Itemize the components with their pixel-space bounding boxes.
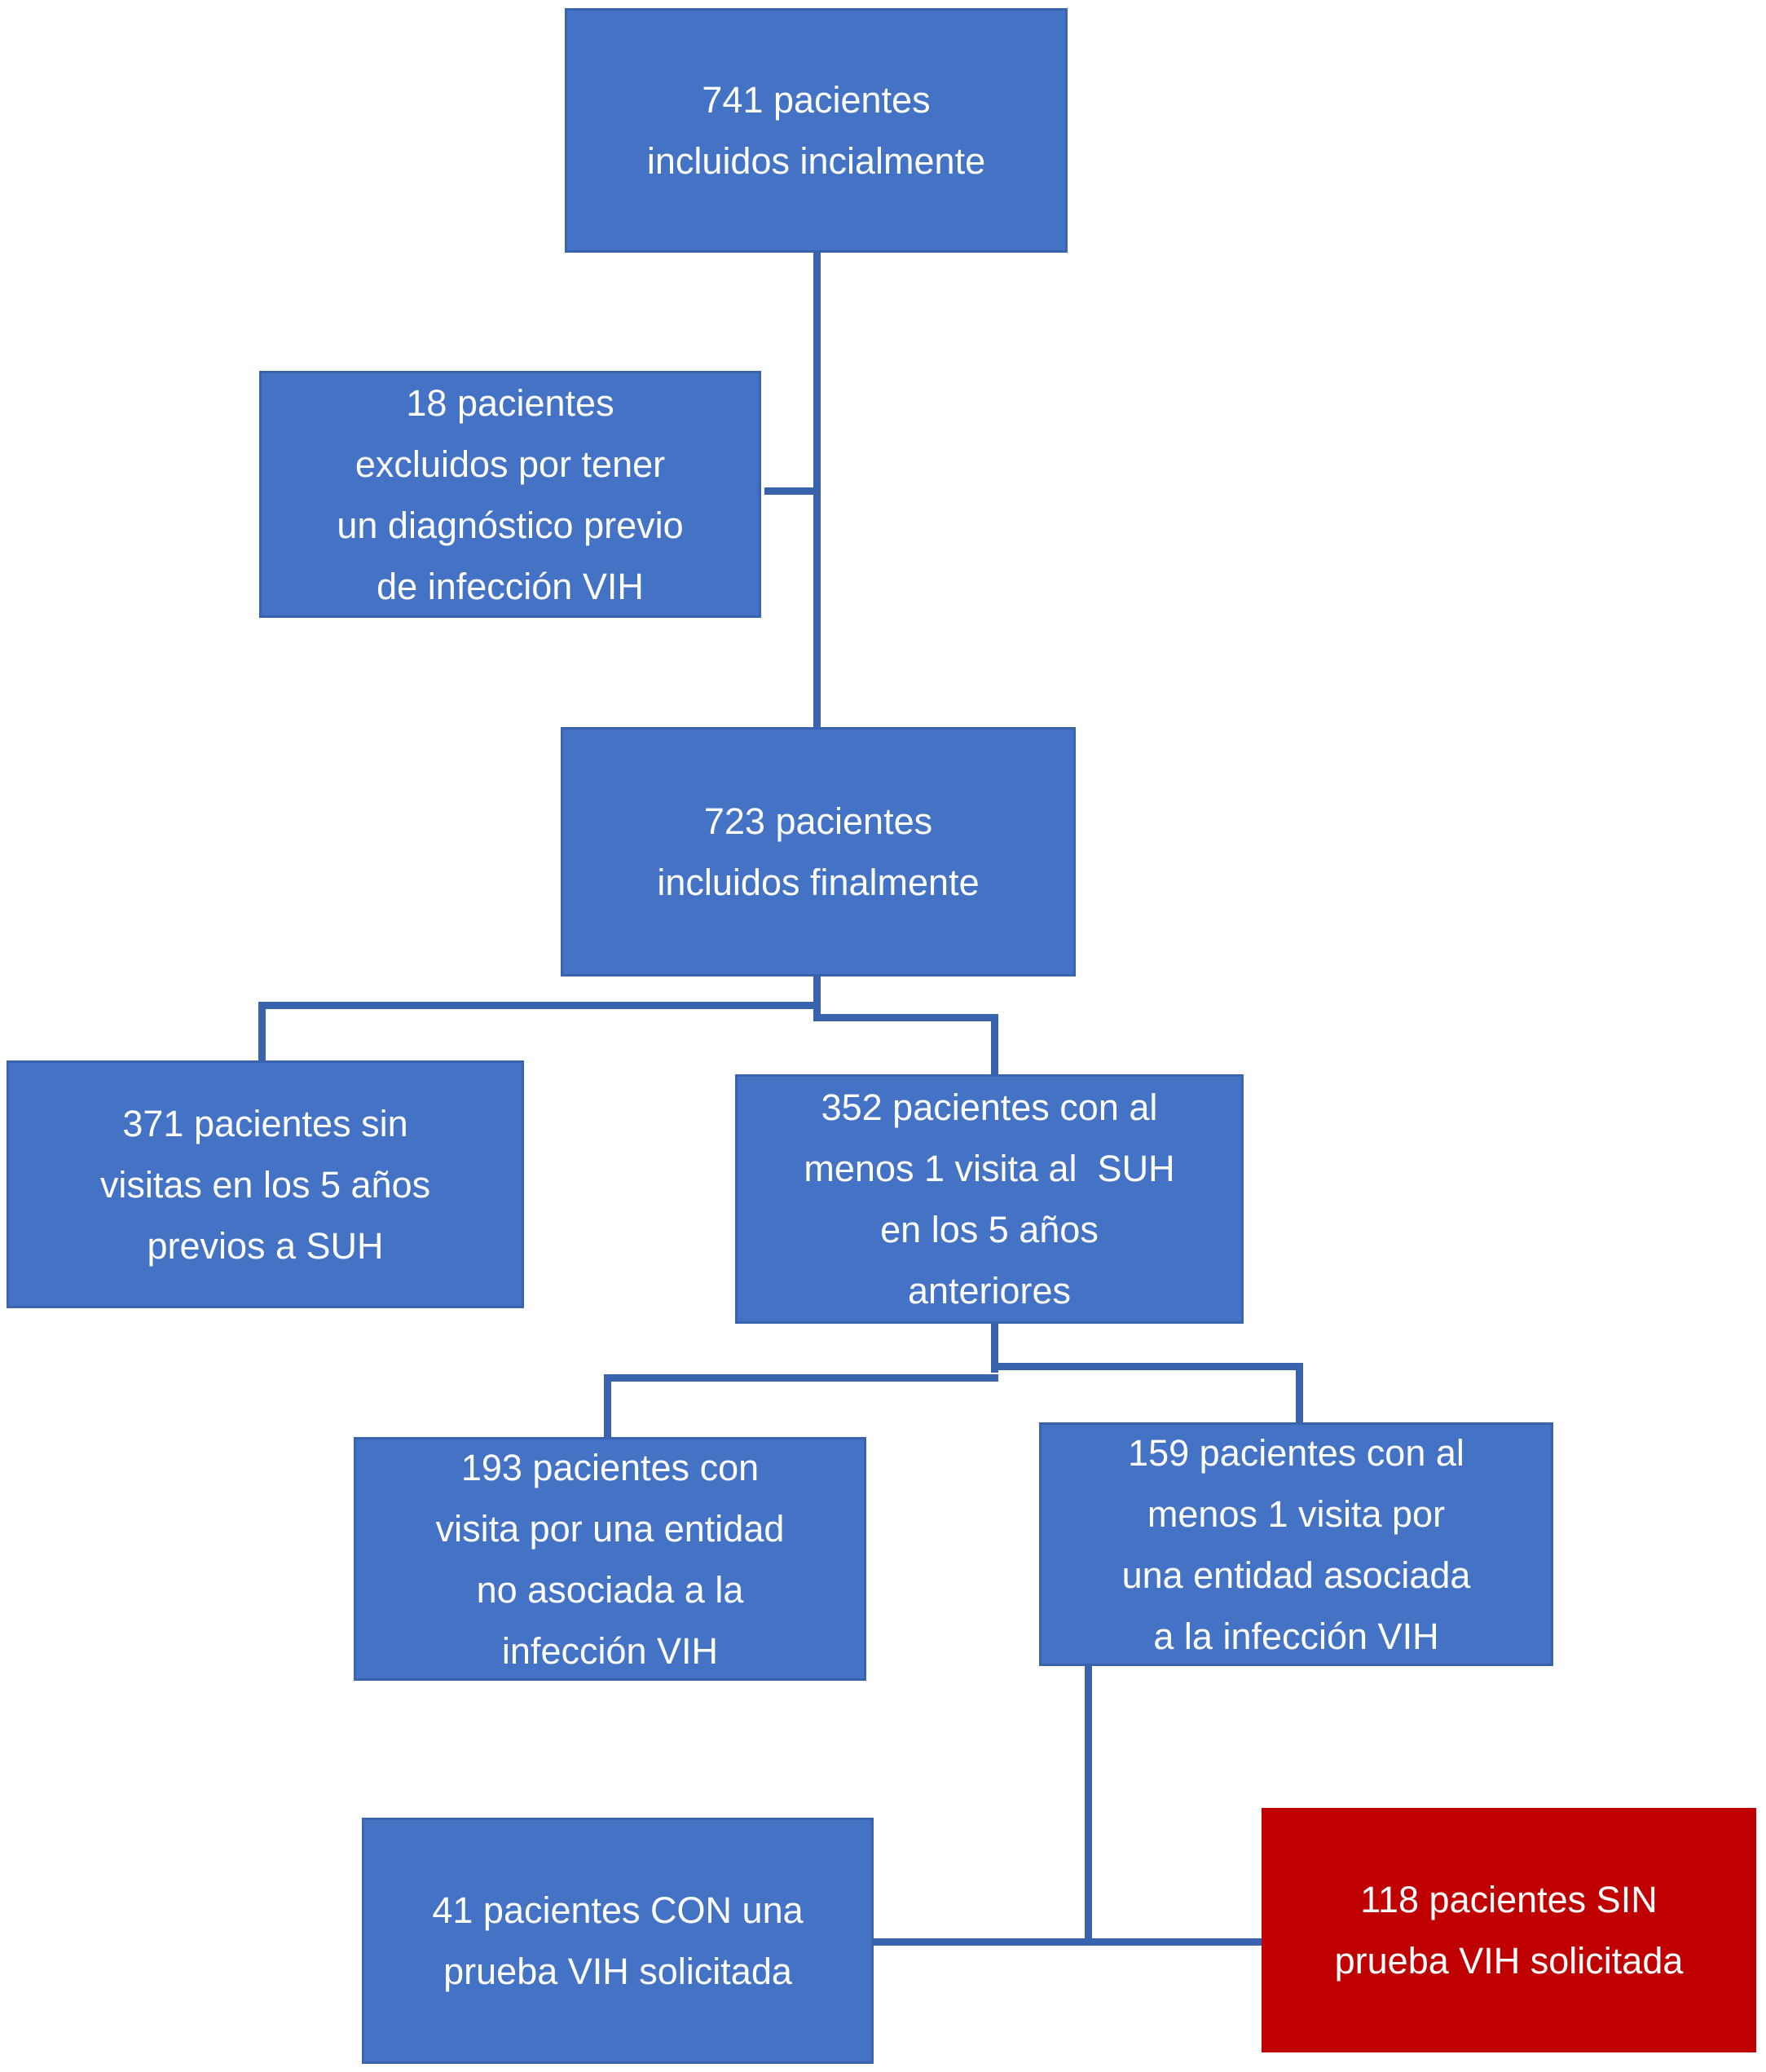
- connector-excluded-branch: [764, 487, 821, 495]
- connector-723-left-drop: [258, 1002, 266, 1060]
- node-723-included-finally: 723 pacientes incluidos finalmente: [561, 727, 1076, 976]
- connector-352-left-drop: [604, 1374, 611, 1437]
- node-352-with-visits: 352 pacientes con al menos 1 visita al S…: [735, 1074, 1244, 1324]
- connector-723-stub-down: [813, 976, 821, 1021]
- connector-352-right-drop: [1296, 1363, 1303, 1422]
- connector-352-stub-down: [991, 1324, 998, 1373]
- connector-352-left-horizontal: [604, 1374, 998, 1382]
- connector-723-right-drop: [991, 1014, 998, 1074]
- node-18-excluded: 18 pacientes excluidos por tener un diag…: [259, 371, 761, 618]
- connector-723-right-horizontal: [813, 1014, 998, 1021]
- connector-bottom-horizontal: [874, 1938, 1262, 1946]
- node-193-entity-not-hiv: 193 pacientes con visita por una entidad…: [354, 1437, 866, 1681]
- connector-723-left-horizontal: [258, 1002, 821, 1009]
- connector-352-right-horizontal: [991, 1363, 1303, 1370]
- connector-159-vertical-down: [1085, 1666, 1092, 1946]
- node-159-entity-hiv: 159 pacientes con al menos 1 visita por …: [1039, 1422, 1553, 1666]
- node-741-included-initially: 741 pacientes incluidos incialmente: [565, 8, 1068, 253]
- node-371-no-previous-visits: 371 pacientes sin visitas en los 5 años …: [7, 1060, 524, 1308]
- node-118-without-hiv-test: 118 pacientes SIN prueba VIH solicitada: [1262, 1808, 1756, 2052]
- node-41-with-hiv-test: 41 pacientes CON una prueba VIH solicita…: [362, 1818, 874, 2064]
